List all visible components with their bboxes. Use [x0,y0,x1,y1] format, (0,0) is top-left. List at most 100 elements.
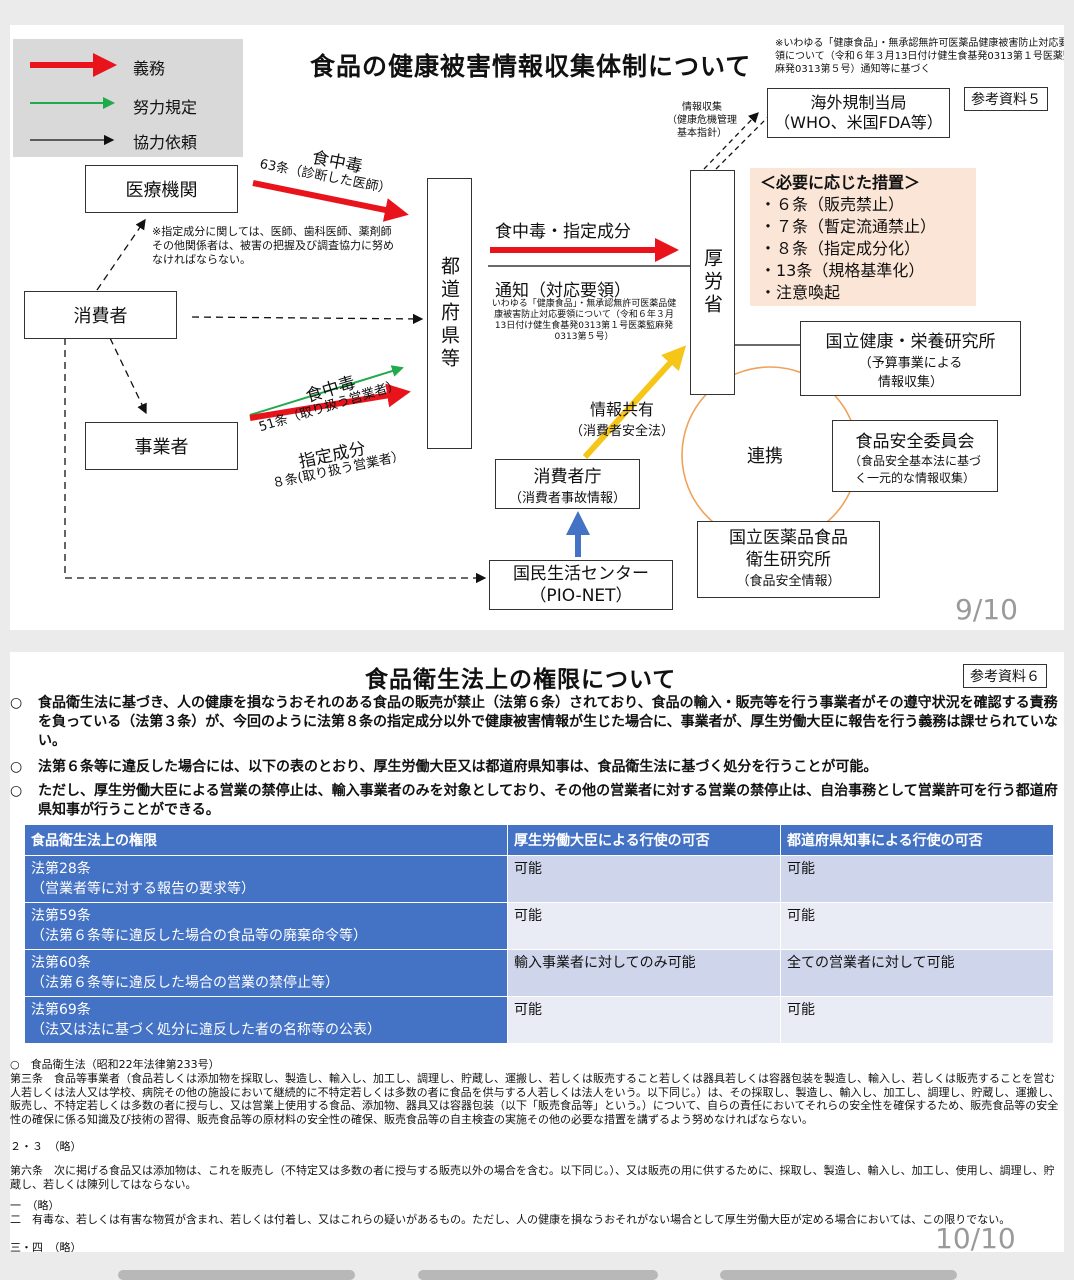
authority-article: 法第59条 [31,908,91,924]
share-line2: （消費者安全法） [570,424,675,439]
fsc-line2: （食品安全基本法に基づ [848,453,981,468]
notice-label: 通知（対応要領） [495,281,631,301]
table-header-row: 食品衛生法上の権限 厚生労働大臣による行使の可否 都道府県知事による行使の可否 [24,824,1054,856]
title-note: ※いわゆる「健康食品」・無承認無許可医薬品健康被害防止対応要領について（令和６年… [775,38,1064,75]
measures-item: ・７条（暫定流通禁止） [760,217,937,236]
caa-line1: 消費者庁 [533,467,602,487]
paragraph: ○ ただし、厚生労働大臣による営業の禁停止は、輸入事業者のみを対象としており、そ… [10,782,1060,820]
fsc-line3: く一元的な情報収集） [854,470,975,485]
measures-item: ・13条（規格基準化） [760,261,925,280]
scroll-thumb[interactable] [118,1270,355,1280]
paragraph: ○ 食品衛生法に基づき、人の健康を損なうおそれのある食品の販売が禁止（法第６条）… [10,694,1060,751]
ref-badge: 参考資料６ [963,664,1047,688]
table-row: 法第59条 （法第６条等に違反した場合の食品等の廃棄命令等） 可能 可能 [24,902,1054,950]
table-row: 法第69条（法又は法に基づく処分に違反した者の名称等の公表） 可能 可能 [24,996,1054,1044]
table-cell-governor: 可能 [780,996,1054,1044]
table-cell-governor: 可能 [780,855,1054,903]
table-header: 食品衛生法上の権限 [24,824,508,856]
legend: 義務 努力規定 協力依頼 [13,39,243,157]
nihs-line3: （食品安全情報） [736,573,841,589]
nih-line2: （予算事業による [858,356,963,371]
paragraph-mark: ○ [10,759,23,775]
paragraph-mark: ○ [10,783,23,799]
authority-article: 法第28条 [31,861,91,877]
law-article-6: 第六条 次に掲げる食品又は添加物は、これを販売し（不特定又は多数の者に授与する販… [10,1164,1055,1191]
nihs-line1: 国立医薬品食品 [729,527,848,548]
ncac-line1: 国民生活センター [513,564,649,584]
table-cell-authority: 法第69条 （法又は法に基づく処分に違反した者の名称等の公表） [24,996,508,1044]
legend-coop-label: 協力依頼 [133,133,198,152]
authority-desc: （営業者等に対する報告の要求等） [31,881,255,897]
ncac-box: 国民生活センター （PIO-NET） [489,560,673,610]
table-cell-authority: 法第28条 （営業者等に対する報告の要求等） [24,855,508,903]
law-head: ○ 食品衛生法（昭和22年法律第233号） [10,1058,220,1071]
slide-9: 義務 努力規定 協力依頼 食品の健康被害情報収集体制について ※いわゆる「健康食… [10,25,1064,630]
caa-line2: （消費者事故情報） [508,491,626,506]
arrow-8 [249,383,411,421]
law-article-3: 第三条 食品等事業者（食品若しくは添加物を採取し、製造し、輸入し、加工し、調理し… [10,1072,1060,1126]
table-cell-authority: 法第60条（法第６条等に違反した場合の営業の禁停止等） [24,949,508,997]
page-title: 食品衛生法上の権限について [365,667,677,693]
consumer-box: 消費者 [24,291,177,339]
business-box: 事業者 [85,422,238,470]
authority-article: 法第69条 [31,1002,91,1018]
prefecture-box: 都道府県等 [427,178,472,449]
arrow-consumer-ncac [64,338,487,584]
info-collect-line2: （健康危機管理 [667,115,737,126]
table-cell-minister: 可能 [507,855,781,903]
caa-box: 消費者庁 （消費者事故情報） [495,459,640,509]
overseas-line1: 海外規制当局 [810,93,907,112]
paragraph-text: 食品衛生法に基づき、人の健康を損なうおそれのある食品の販売が禁止（法第６条）され… [38,695,1058,749]
scroll-thumb[interactable] [720,1270,957,1280]
paragraph-mark: ○ [10,695,23,711]
nih-line1: 国立健康・栄養研究所 [825,332,996,352]
nihs-line2: 衛生研究所 [746,549,831,570]
table-cell-governor: 可能 [780,902,1054,950]
overseas-box: 海外規制当局 （WHO、米国FDA等） [767,88,950,138]
table-cell-minister: 輸入事業者に対してのみ可能 [507,949,781,997]
measures-item: ・８条（指定成分化） [760,239,921,258]
arrow-overseas-2 [715,114,771,170]
law-item-34: 三・四 （略） [10,1241,82,1252]
nih-box: 国立健康・栄養研究所 （予算事業による 情報収集） [800,321,1021,396]
page-number: 10/10 [935,1222,1016,1252]
legend-effort-label: 努力規定 [133,98,198,117]
fsc-line1: 食品安全委員会 [855,431,975,452]
arrow-51 [249,365,404,416]
arrow-consumer-medical [96,218,146,291]
measures-item: ・６条（販売禁止） [760,195,905,214]
overseas-line2: （WHO、米国FDA等） [774,113,943,132]
slide-10: 食品衛生法上の権限について 参考資料６ ○ 食品衛生法に基づき、人の健康を損なう… [10,652,1064,1252]
table-cell-governor: 全ての営業者に対して可能 [780,949,1054,997]
mhlw-box: 厚労省 [690,170,735,395]
law-item-2: 二 有毒な、若しくは有害な物質が含まれ、若しくは付着し、又はこれらの疑いがあるも… [10,1213,1011,1226]
authority-table: 食品衛生法上の権限 厚生労働大臣による行使の可否 都道府県知事による行使の可否 … [24,824,1054,1044]
measures-box: ＜必要に応じた措置＞ ・６条（販売禁止） ・７条（暫定流通禁止） ・８条（指定成… [750,168,976,306]
authority-desc: （法又は法に基づく処分に違反した者の名称等の公表） [31,1022,381,1038]
authority-desc: （法第６条等に違反した場合の食品等の廃棄命令等） [31,928,367,944]
nih-line3: 情報収集） [877,375,943,390]
legend-duty-label: 義務 [133,59,166,78]
paragraph-text: 法第６条等に違反した場合には、以下の表のとおり、厚生労働大臣又は都道府県知事は、… [38,759,878,775]
scroll-thumb[interactable] [418,1270,658,1280]
arrow-consumer-pref [191,313,424,325]
consumer-note: ※指定成分に関しては、医師、歯科医師、薬剤師その他関係者は、被害の把握及び調査協… [152,225,394,266]
arrow-63 [252,180,409,222]
arrow-overseas-1 [703,112,759,170]
measures-item: ・注意喚起 [760,283,841,302]
law-article-3-rest: ２・３ （略） [10,1140,82,1153]
arrow-pref-label: 食中毒・指定成分 [495,222,631,242]
paragraph: ○ 法第６条等に違反した場合には、以下の表のとおり、厚生労働大臣又は都道府県知事… [10,758,1060,777]
paragraph-text: ただし、厚生労働大臣による営業の禁停止は、輸入事業者のみを対象としており、その他… [38,783,1058,818]
law-item-1: 一 （略） [10,1199,60,1212]
arrow-consumer-business [109,337,147,415]
nihs-box: 国立医薬品食品 衛生研究所 （食品安全情報） [697,521,880,598]
measures-title: ＜必要に応じた措置＞ [760,173,921,192]
page-title: 食品の健康被害情報収集体制について [310,52,752,81]
ref-badge: 参考資料５ [964,87,1048,111]
medical-box: 医療機関 [85,165,238,213]
table-cell-minister: 可能 [507,902,781,950]
notice-detail: いわゆる「健康食品」・無承認無許可医薬品健康被害防止対応要領について（令和６年３… [491,299,677,342]
page-number: 9/10 [955,593,1018,626]
ncac-line2: （PIO-NET） [529,586,633,606]
